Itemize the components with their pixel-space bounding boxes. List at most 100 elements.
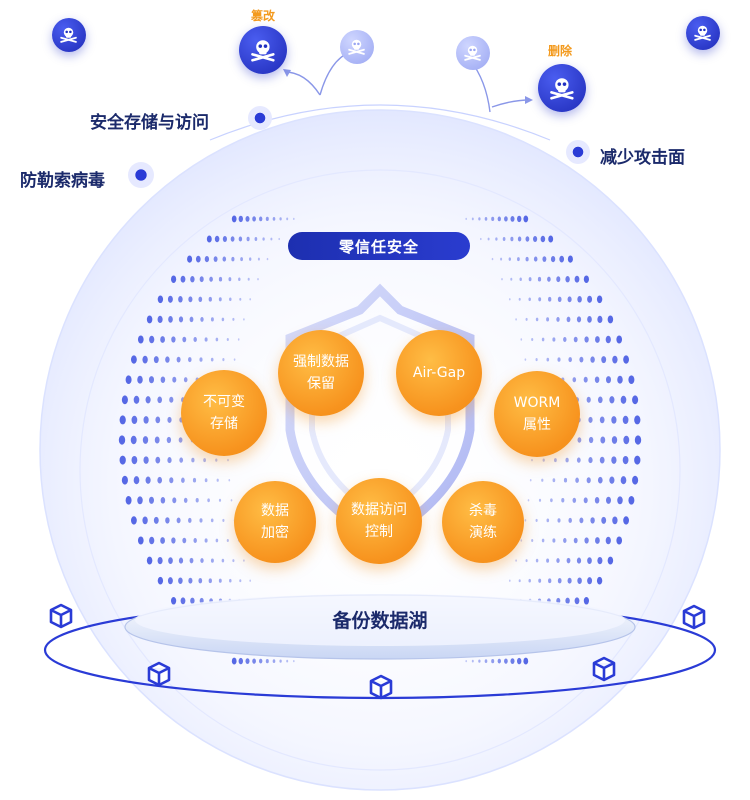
sphere-dot <box>167 577 173 585</box>
feature-air-gap: Air-Gap <box>396 330 482 416</box>
sphere-dot <box>523 657 529 665</box>
sphere-dot <box>239 579 242 583</box>
sphere-dot <box>567 296 572 303</box>
feature-data-encryption: 数据 加密 <box>234 481 316 563</box>
sphere-dot <box>609 396 615 404</box>
sphere-dot <box>527 499 530 502</box>
sphere-dot <box>567 577 572 584</box>
sphere-dot <box>574 275 580 283</box>
sphere-dot <box>577 437 582 443</box>
sphere-dot <box>131 455 138 465</box>
sphere-dot <box>262 237 265 241</box>
sphere-dot <box>179 457 184 463</box>
sphere-dot <box>504 216 508 222</box>
sphere-dot <box>188 577 193 584</box>
sphere-dot <box>586 396 591 403</box>
sphere-dot <box>487 237 490 241</box>
feature-line: 保留 <box>307 376 335 392</box>
sphere-dot <box>538 297 542 302</box>
sphere-dot <box>576 557 582 564</box>
sphere-dot <box>254 237 258 241</box>
sphere-dot <box>579 356 584 363</box>
sphere-dot <box>573 537 578 544</box>
sphere-dot <box>204 538 208 543</box>
sphere-dot <box>535 518 538 522</box>
sphere-dot <box>155 416 161 424</box>
sphere-dot <box>586 477 591 484</box>
sphere-dot <box>249 579 252 582</box>
sphere-dot <box>576 316 582 323</box>
sphere-dot <box>556 276 561 283</box>
sphere-dot <box>239 297 242 301</box>
sphere-dot <box>478 659 481 663</box>
sphere-dot <box>508 257 511 261</box>
sphere-dot <box>574 597 580 605</box>
feature-line: Air-Gap <box>412 365 466 381</box>
sphere-dot <box>286 217 289 221</box>
sphere-dot <box>199 357 203 362</box>
sphere-dot <box>231 256 235 262</box>
sphere-dot <box>180 597 186 605</box>
sphere-dot <box>215 538 219 543</box>
sphere-dot <box>541 538 545 543</box>
sphere-dot <box>548 235 554 243</box>
sphere-dot <box>252 658 256 664</box>
skull-crossbones-icon <box>686 16 720 50</box>
sphere-dot <box>606 376 611 384</box>
sphere-dot <box>573 336 578 343</box>
sphere-dot <box>565 597 570 604</box>
sphere-dot <box>583 597 590 605</box>
sphere-dot <box>542 458 545 462</box>
sphere-dot <box>528 277 532 282</box>
feature-line: 存储 <box>210 416 238 432</box>
sphere-dot <box>133 395 140 404</box>
sphere-dot <box>270 237 273 241</box>
sphere-dot <box>590 517 595 524</box>
sphere-dot <box>146 315 153 324</box>
sphere-dot <box>171 336 176 343</box>
sphere-dot <box>293 659 295 663</box>
sphere-dot <box>266 257 269 261</box>
sphere-dot <box>517 657 522 665</box>
sphere-dot <box>218 297 222 302</box>
sphere-dot <box>531 458 533 462</box>
sphere-dot <box>189 316 194 323</box>
feature-worm: WORM 属性 <box>494 371 580 457</box>
sphere-dot <box>178 577 183 584</box>
sphere-dot <box>215 458 218 462</box>
sphere-dot <box>183 377 188 383</box>
sphere-dot <box>182 537 187 544</box>
sphere-dot <box>228 277 232 282</box>
sphere-dot <box>130 435 137 445</box>
sphere-dot <box>200 316 204 322</box>
sphere-dot <box>221 558 225 563</box>
sphere-dot <box>594 376 600 383</box>
sphere-dot <box>520 338 523 341</box>
sphere-dot <box>538 578 542 583</box>
sphere-dot <box>518 579 521 583</box>
sphere-dot <box>178 296 183 303</box>
sphere-dot <box>125 375 132 384</box>
sphere-dot <box>520 539 523 542</box>
sphere-dot <box>528 297 531 302</box>
feature-line: 演练 <box>469 525 497 541</box>
sphere-dot <box>546 558 550 563</box>
sphere-dot <box>497 658 501 664</box>
sphere-dot <box>259 216 263 222</box>
sphere-dot <box>157 556 163 565</box>
sphere-dot <box>583 376 588 383</box>
sphere-dot <box>572 377 577 383</box>
sphere-dot <box>524 358 527 361</box>
sphere-dot <box>480 237 482 241</box>
feature-line: 数据 <box>261 503 289 519</box>
feature-line: 强制数据 <box>293 354 349 370</box>
sphere-dot <box>160 497 166 504</box>
sphere-dot <box>588 436 594 444</box>
sphere-dot <box>168 557 173 564</box>
sphere-dot <box>142 355 148 364</box>
sphere-dot <box>246 236 250 242</box>
sphere-dot <box>119 415 126 425</box>
sphere-dot <box>587 316 592 323</box>
sphere-dot <box>149 496 154 504</box>
